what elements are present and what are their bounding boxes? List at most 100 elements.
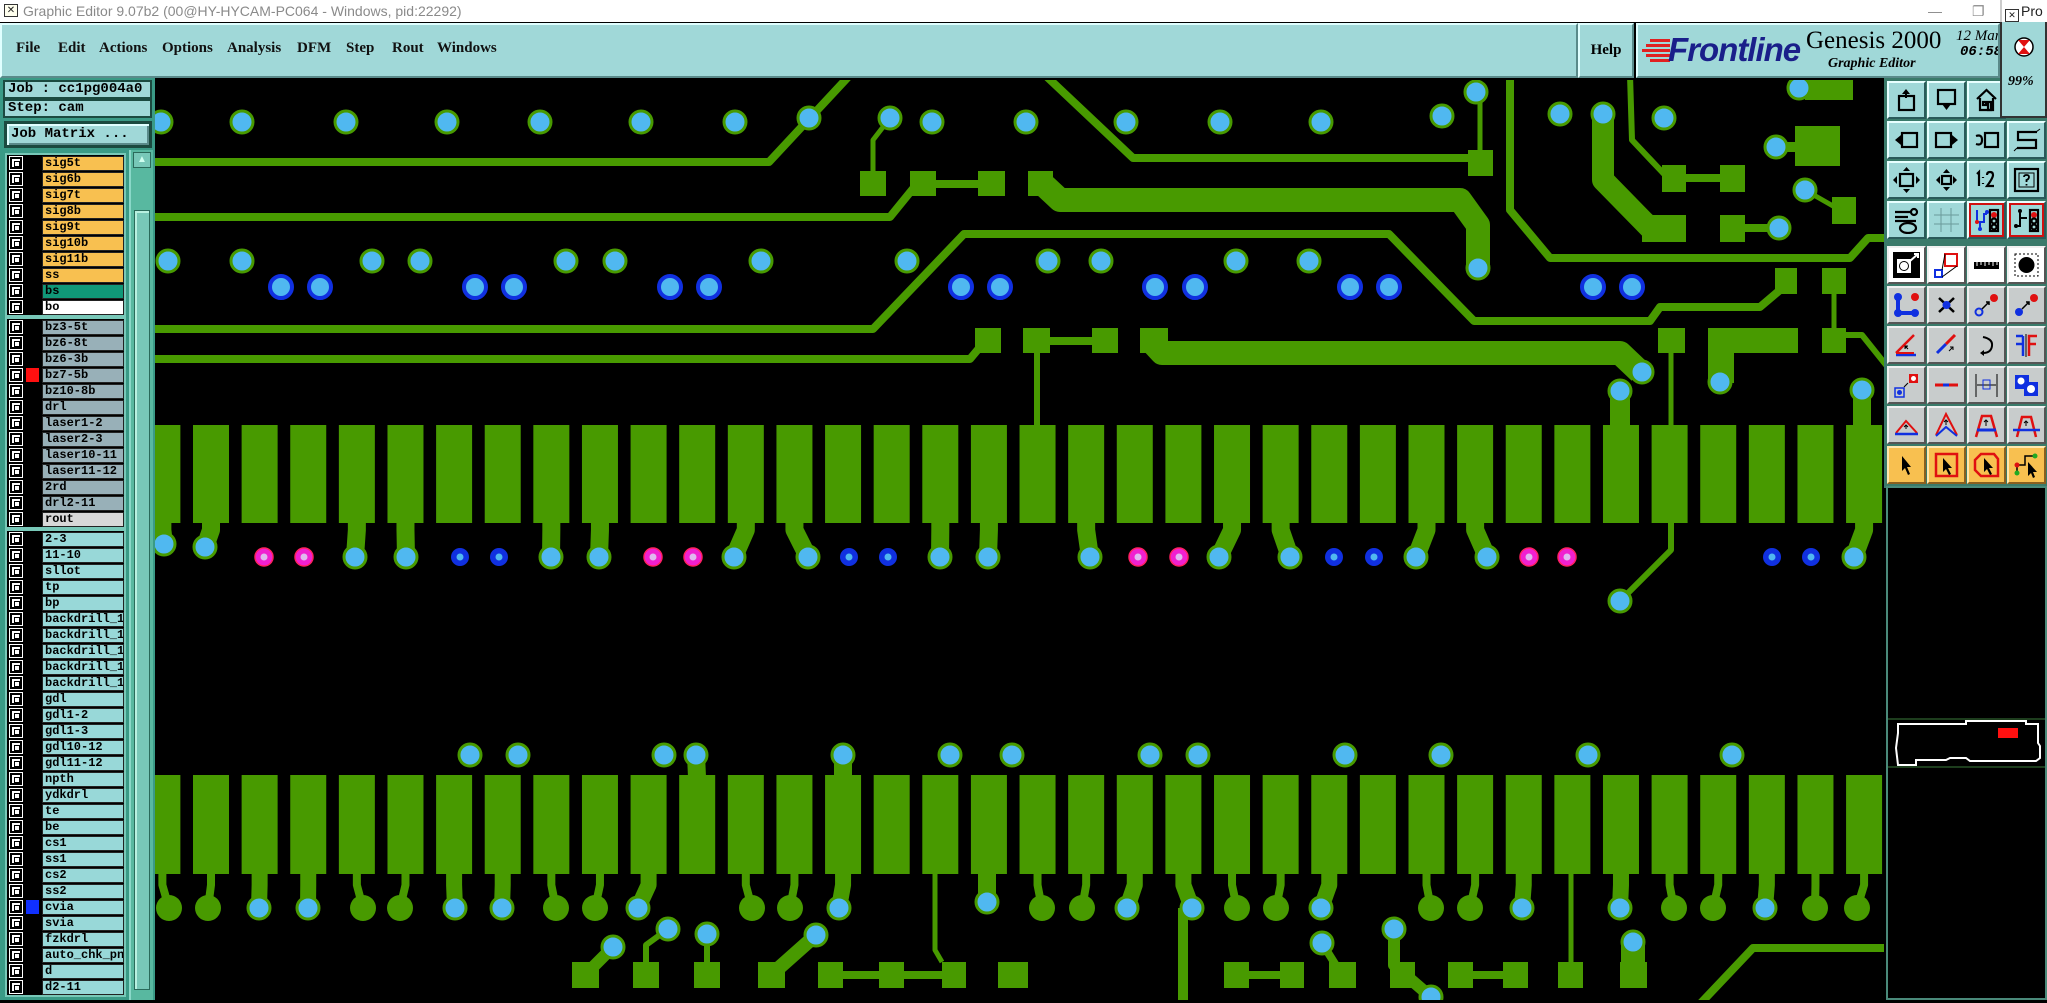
layer-row-gdl1-2[interactable]: gdl1-2 xyxy=(7,707,124,723)
layer-display-marker[interactable] xyxy=(26,548,39,562)
layer-affected-checkbox[interactable] xyxy=(10,157,22,169)
layer-affected-checkbox[interactable] xyxy=(10,645,22,657)
layer-display-marker[interactable] xyxy=(26,188,39,202)
line-segment-button[interactable] xyxy=(1927,366,1966,404)
layer-display-marker[interactable] xyxy=(26,916,39,930)
layer-row-bz6-3b[interactable]: bz6-3b xyxy=(7,351,124,367)
layer-display-marker[interactable] xyxy=(26,480,39,494)
layer-row-sig8b[interactable]: sig8b xyxy=(7,203,124,219)
layer-name[interactable]: auto_chk_pnl xyxy=(42,948,124,963)
pcb-drawing[interactable] xyxy=(155,80,1884,1000)
layer-display-marker[interactable] xyxy=(26,708,39,722)
import-button[interactable] xyxy=(1887,121,1926,159)
layer-row-backdrill_12[interactable]: backdrill_12 xyxy=(7,659,124,675)
layer-display-marker[interactable] xyxy=(26,236,39,250)
layer-row-ydkdrl[interactable]: ydkdrl xyxy=(7,787,124,803)
layer-affected-checkbox[interactable] xyxy=(10,385,22,397)
layer-name[interactable]: sllot xyxy=(42,564,124,579)
layer-display-marker[interactable] xyxy=(26,836,39,850)
layer-display-marker[interactable] xyxy=(26,268,39,282)
layer-affected-checkbox[interactable] xyxy=(10,337,22,349)
layer-name[interactable]: te xyxy=(42,804,124,819)
layer-row-sig10b[interactable]: sig10b xyxy=(7,235,124,251)
layer-name[interactable]: 11-10 xyxy=(42,548,124,563)
layer-affected-checkbox[interactable] xyxy=(10,693,22,705)
layer-name[interactable]: backdrill_12 xyxy=(42,644,124,659)
layer-name[interactable]: backdrill_12 xyxy=(42,676,124,691)
delete-node-button[interactable] xyxy=(1927,286,1966,324)
layer-display-marker[interactable] xyxy=(26,352,39,366)
layer-row-d[interactable]: d xyxy=(7,963,124,979)
layer-affected-checkbox[interactable] xyxy=(10,805,22,817)
undo-button[interactable] xyxy=(1967,121,2006,159)
menu-actions[interactable]: Actions xyxy=(99,40,147,57)
layer-name[interactable]: gdl1-2 xyxy=(42,708,124,723)
layer-row-11-10[interactable]: 11-10 xyxy=(7,547,124,563)
layer-affected-checkbox[interactable] xyxy=(10,789,22,801)
select-polygon-button[interactable] xyxy=(1967,446,2006,484)
layer-row-rout[interactable]: rout xyxy=(7,511,124,527)
layer-name[interactable]: ss2 xyxy=(42,884,124,899)
layer-display-marker[interactable] xyxy=(26,596,39,610)
layer-display-marker[interactable] xyxy=(26,788,39,802)
layer-display-marker[interactable] xyxy=(26,772,39,786)
scroll-up-icon[interactable]: ▲ xyxy=(133,152,151,168)
layer-affected-checkbox[interactable] xyxy=(10,901,22,913)
layer-display-marker[interactable] xyxy=(26,804,39,818)
layer-display-marker[interactable] xyxy=(26,756,39,770)
angle-button[interactable] xyxy=(1887,326,1926,364)
layer-display-marker[interactable] xyxy=(26,172,39,186)
layer-row-svia[interactable]: svia xyxy=(7,915,124,931)
layer-affected-checkbox[interactable] xyxy=(10,949,22,961)
layer-affected-checkbox[interactable] xyxy=(10,285,22,297)
layer-affected-checkbox[interactable] xyxy=(10,465,22,477)
layer-name[interactable]: sig6b xyxy=(42,172,124,187)
layer-display-marker[interactable] xyxy=(26,964,39,978)
layer-display-marker[interactable] xyxy=(26,320,39,334)
layer-affected-checkbox[interactable] xyxy=(10,253,22,265)
layer-row-2-3[interactable]: 2-3 xyxy=(7,531,124,547)
layer-row-cvia[interactable]: cvia xyxy=(7,899,124,915)
menu-windows[interactable]: Windows xyxy=(437,40,497,57)
layer-row-bo[interactable]: bo xyxy=(7,299,124,315)
layer-name[interactable]: rout xyxy=(42,512,124,527)
layer-row-ss[interactable]: ss xyxy=(7,267,124,283)
layer-name[interactable]: ss xyxy=(42,268,124,283)
layer-display-marker[interactable] xyxy=(26,980,39,994)
second-window-tab[interactable]: ✕Pro xyxy=(2000,0,2047,22)
connect-button[interactable] xyxy=(1887,286,1926,324)
layer-name[interactable]: bz6-8t xyxy=(42,336,124,351)
arc-small-button[interactable] xyxy=(1887,406,1926,444)
layer-affected-checkbox[interactable] xyxy=(10,629,22,641)
layer-display-marker[interactable] xyxy=(26,464,39,478)
arc-button[interactable] xyxy=(1967,406,2006,444)
layer-name[interactable]: sig9t xyxy=(42,220,124,235)
layer-name[interactable]: gdl11-12 xyxy=(42,756,124,771)
layer-display-marker[interactable] xyxy=(26,336,39,350)
layer-display-marker[interactable] xyxy=(26,628,39,642)
layer-row-gdl[interactable]: gdl xyxy=(7,691,124,707)
job-matrix-button[interactable]: Job Matrix ... xyxy=(4,121,152,148)
zoom-fit-button[interactable] xyxy=(1887,161,1926,199)
layer-display-marker[interactable] xyxy=(26,676,39,690)
layer-row-cs2[interactable]: cs2 xyxy=(7,867,124,883)
layer-name[interactable]: gdl1-3 xyxy=(42,724,124,739)
layer-name[interactable]: drl2-11 xyxy=(42,496,124,511)
layer-name[interactable]: cs1 xyxy=(42,836,124,851)
layer-row-bz10-8b[interactable]: bz10-8b xyxy=(7,383,124,399)
layer-display-marker[interactable] xyxy=(26,204,39,218)
layer-row-npth[interactable]: npth xyxy=(7,771,124,787)
layer-name[interactable]: ss1 xyxy=(42,852,124,867)
layer-name[interactable]: d2-11 xyxy=(42,980,124,995)
layer-affected-checkbox[interactable] xyxy=(10,433,22,445)
menu-rout[interactable]: Rout xyxy=(392,40,424,57)
layer-affected-checkbox[interactable] xyxy=(10,221,22,233)
layer-name[interactable]: d xyxy=(42,964,124,979)
layer-affected-checkbox[interactable] xyxy=(10,565,22,577)
layer-affected-checkbox[interactable] xyxy=(10,885,22,897)
layer-row-bs[interactable]: bs xyxy=(7,283,124,299)
layer-row-fzkdrl[interactable]: fzkdrl xyxy=(7,931,124,947)
layer-affected-checkbox[interactable] xyxy=(10,837,22,849)
layer-name[interactable]: sig11b xyxy=(42,252,124,267)
layer-display-marker[interactable] xyxy=(26,820,39,834)
